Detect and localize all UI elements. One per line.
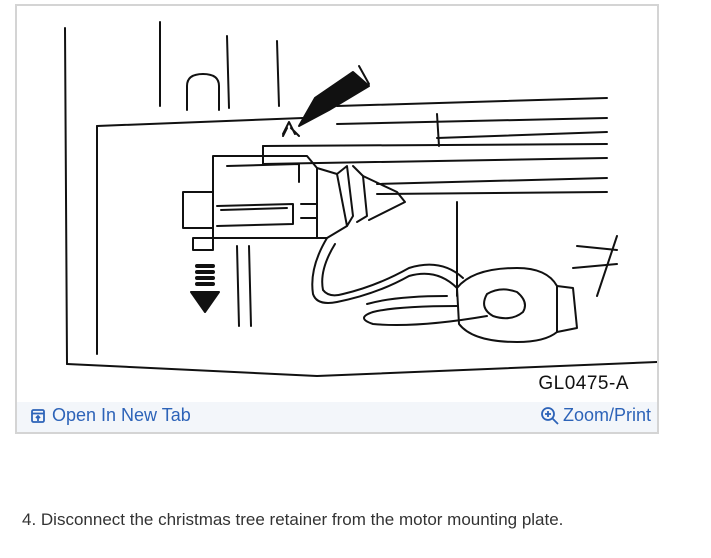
figure-card: GL0475-A Open In New Tab Zoom/Print bbox=[15, 4, 659, 434]
technical-diagram bbox=[64, 21, 657, 377]
figure-link-bar: Open In New Tab Zoom/Print bbox=[17, 402, 657, 432]
open-in-new-tab-label: Open In New Tab bbox=[52, 405, 191, 425]
figure-code: GL0475-A bbox=[538, 373, 629, 394]
zoom-print-label: Zoom/Print bbox=[562, 405, 651, 425]
zoom-print-link[interactable]: Zoom/Print bbox=[540, 405, 651, 426]
open-in-new-tab-link[interactable]: Open In New Tab bbox=[31, 405, 191, 426]
open-new-tab-icon bbox=[31, 408, 45, 423]
zoom-in-icon bbox=[541, 406, 559, 425]
step-instruction: 4. Disconnect the christmas tree retaine… bbox=[22, 510, 564, 529]
